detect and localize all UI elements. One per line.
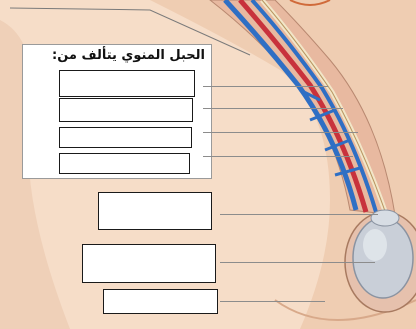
answer-box-3[interactable] [59,127,192,148]
leader-line-4 [203,156,353,157]
panel-title: الحبل المنوي يتألف من: [52,48,205,63]
answer-box-1[interactable] [59,70,195,97]
leader-line-2 [203,108,343,109]
leader-line-7 [220,301,325,302]
testis [353,218,413,298]
leader-line-3 [203,132,358,133]
answer-box-4[interactable] [59,153,190,174]
leader-line-1 [203,86,328,87]
leader-line-5 [220,214,378,215]
answer-box-5[interactable] [98,192,212,230]
leader-line-6 [220,262,375,263]
answer-box-6[interactable] [82,244,216,283]
answer-box-7[interactable] [103,289,218,314]
epididymis-head [371,210,399,226]
answer-box-2[interactable] [59,98,193,122]
